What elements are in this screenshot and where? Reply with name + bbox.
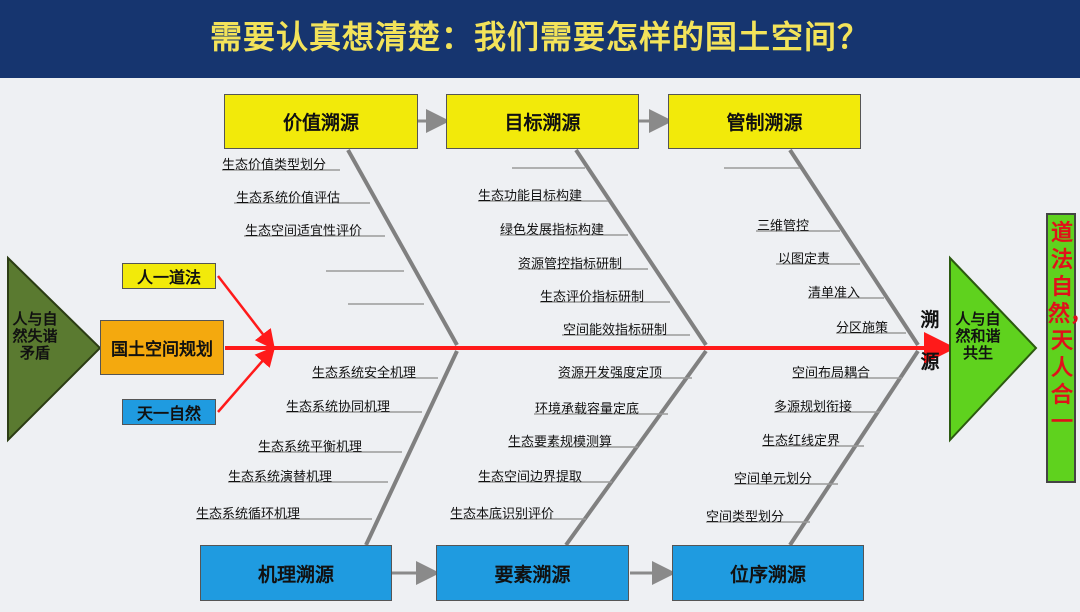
- bone-top-3: [788, 148, 920, 347]
- label: 环境承载容量定底: [535, 402, 640, 417]
- label: 生态价值类型划分: [222, 158, 327, 173]
- box-element-origin: 要素溯源: [436, 545, 629, 601]
- box-mechanism-origin: 机理溯源: [200, 545, 392, 601]
- label: 生态系统平衡机理: [258, 440, 363, 455]
- side-banner: [1046, 213, 1076, 483]
- label: 资源管控指标研制: [518, 257, 623, 272]
- input-arrow-top: [217, 275, 276, 350]
- input-box-dao: 人一道法: [122, 263, 216, 289]
- label: 空间单元划分: [734, 472, 813, 487]
- label: 生态系统安全机理: [312, 366, 417, 381]
- label: 生态要素规模测算: [508, 435, 613, 450]
- label: 清单准入: [808, 286, 861, 301]
- left-triangle-text: 人与自然失谐矛盾: [12, 310, 58, 362]
- label: 空间类型划分: [706, 510, 785, 525]
- label: 生态本底识别评价: [450, 507, 555, 522]
- bone-bottom-1: [364, 350, 459, 546]
- label: 生态评价指标研制: [540, 290, 645, 305]
- label: 三维管控: [757, 219, 810, 234]
- label: 生态系统协同机理: [286, 400, 391, 415]
- label: 生态红线定界: [762, 434, 841, 449]
- label: 生态空间适宜性评价: [245, 224, 363, 239]
- label: 生态功能目标构建: [478, 189, 583, 204]
- input-box-nature: 天一自然: [122, 399, 216, 425]
- right-triangle: [949, 255, 1038, 443]
- label: 生态系统演替机理: [228, 470, 333, 485]
- box-goal-origin: 目标溯源: [446, 94, 639, 149]
- label: 分区施策: [836, 321, 889, 336]
- bone-bottom-2: [564, 349, 708, 547]
- label: 生态空间边界提取: [478, 470, 583, 485]
- header-bar: [0, 0, 1080, 78]
- label: 以图定责: [778, 252, 831, 267]
- bone-top-2: [574, 148, 708, 347]
- label: 生态系统循环机理: [196, 507, 301, 522]
- label: 生态系统价值评估: [236, 191, 341, 206]
- box-order-origin: 位序溯源: [672, 545, 864, 601]
- label: 空间能效指标研制: [563, 323, 668, 338]
- label: 绿色发展指标构建: [500, 223, 605, 238]
- bone-bottom-3: [788, 349, 920, 547]
- box-control-origin: 管制溯源: [668, 94, 861, 149]
- side-banner-text: 道法自然，天人合一: [1048, 221, 1080, 435]
- label: 空间布局耦合: [792, 366, 871, 381]
- label: 多源规划衔接: [774, 400, 853, 415]
- bone-top-1: [346, 149, 459, 346]
- right-triangle-text: 人与自然和谐共生: [955, 310, 1001, 362]
- left-triangle: [7, 255, 102, 443]
- box-value-origin: 价值溯源: [224, 94, 418, 149]
- center-box-planning: 国土空间规划: [100, 320, 224, 375]
- label: 资源开发强度定顶: [558, 366, 663, 381]
- page-title: 需要认真想清楚：我们需要怎样的国土空间？: [209, 18, 870, 56]
- input-arrow-bottom: [217, 346, 276, 413]
- origin-vertical-label: 溯源: [920, 309, 940, 373]
